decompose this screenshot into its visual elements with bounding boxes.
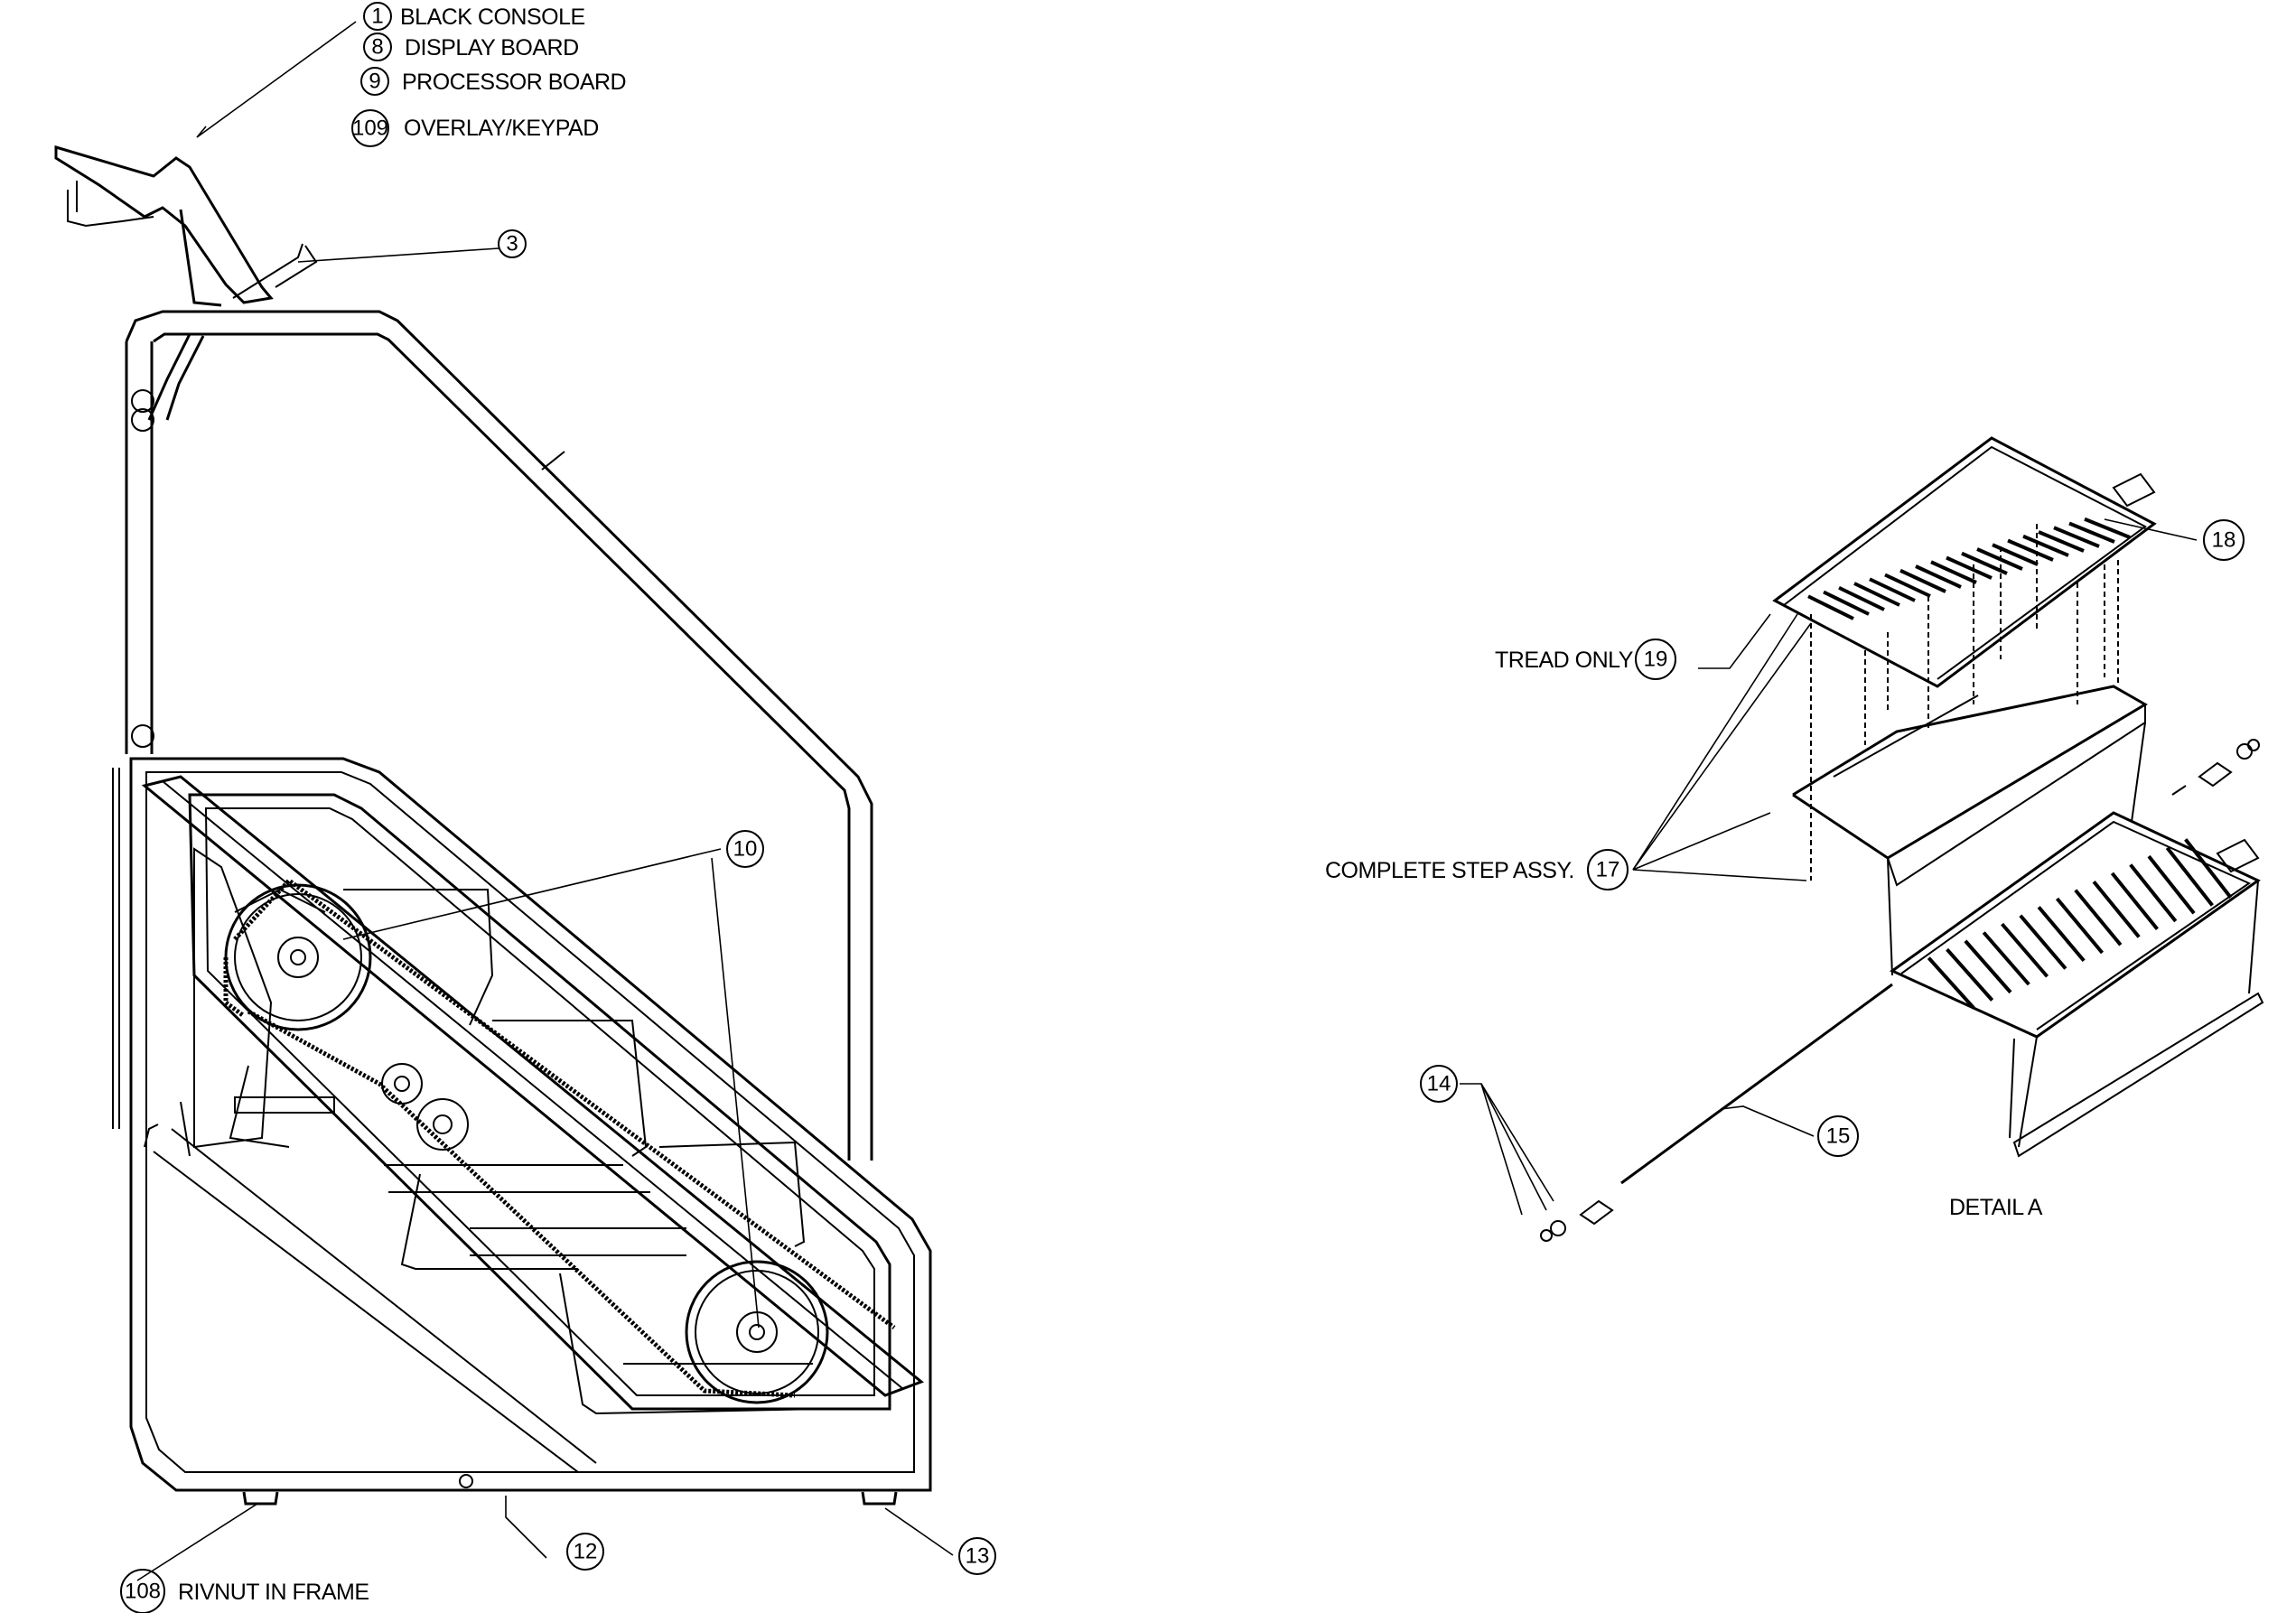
svg-text:14: 14 [1427, 1072, 1451, 1096]
tread-rib [2110, 872, 2159, 931]
label-black-console: BLACK CONSOLE [400, 5, 585, 30]
tread-rib [1853, 582, 1900, 607]
tread-rib [2184, 838, 2233, 899]
tread-rib [1927, 956, 1975, 1010]
label-overlay-keypad: OVERLAY/KEYPAD [404, 116, 599, 141]
axle-rod-drawing [1540, 739, 2260, 1242]
base-frame-drawing [112, 757, 932, 1492]
label-detail-a: DETAIL A [1949, 1195, 2043, 1220]
label-rivnut-in-frame: RIVNUT IN FRAME [178, 1580, 369, 1605]
feet-drawing [242, 1474, 898, 1506]
tread-rib [1899, 568, 1946, 593]
callout-12: 12 [566, 1533, 604, 1571]
tread-rib [1838, 585, 1885, 611]
tread-rib [1807, 594, 1854, 620]
label-tread-only: TREAD ONLY [1495, 648, 1634, 673]
tread-rib [2147, 854, 2196, 915]
callout-1: 1 [363, 2, 392, 31]
tread-rib [2092, 880, 2141, 938]
tread-rib [2053, 526, 2100, 548]
handrail-drawing [125, 310, 873, 1161]
step-body-drawing [1792, 685, 2148, 976]
tread-rib [2055, 897, 2105, 955]
svg-text:18: 18 [2212, 528, 2236, 553]
stair-machine-drawing [54, 145, 932, 1506]
fastener-lines-drawing [1810, 524, 2119, 881]
svg-text:108: 108 [125, 1580, 161, 1604]
svg-text:8: 8 [371, 35, 383, 60]
svg-text:3: 3 [506, 232, 518, 256]
callout-18: 18 [2203, 519, 2245, 561]
tread-rib [2019, 914, 2067, 970]
step-plates-drawing [193, 847, 823, 1415]
callout-13: 13 [958, 1537, 996, 1575]
tread-rib [2068, 521, 2115, 544]
svg-text:19: 19 [1644, 648, 1668, 672]
tread-rib [1982, 931, 2030, 986]
idler-sprockets-drawing [381, 1063, 469, 1151]
tread-rib [2084, 517, 2131, 539]
diagonal-beam-drawing [141, 775, 924, 1397]
tread-rib [2165, 846, 2214, 907]
tread-rib [1946, 555, 1993, 580]
callout-19: 19 [1635, 639, 1676, 680]
tread-rib [1884, 573, 1931, 598]
tread-rib [1961, 551, 2008, 575]
tread-rib [1964, 939, 2012, 994]
callout-8: 8 [363, 33, 392, 61]
svg-text:1: 1 [371, 5, 383, 29]
svg-text:17: 17 [1596, 858, 1620, 882]
callout-108: 108 [120, 1569, 165, 1613]
upper-sprocket-drawing [224, 883, 372, 1031]
callout-17: 17 [1587, 849, 1629, 890]
tread-rib [1992, 543, 2039, 566]
tread-rib [2001, 922, 2049, 978]
step-assembly-detail-drawing [1540, 436, 2264, 1242]
svg-text:15: 15 [1826, 1124, 1851, 1149]
tread-rib [2074, 889, 2123, 946]
svg-text:12: 12 [574, 1540, 598, 1564]
callout-15: 15 [1817, 1115, 1859, 1157]
label-complete-step-assy: COMPLETE STEP ASSY. [1325, 858, 1574, 883]
lower-sprocket-drawing [685, 1260, 829, 1404]
svg-text:109: 109 [352, 117, 388, 141]
svg-text:10: 10 [733, 837, 758, 862]
svg-text:13: 13 [966, 1544, 990, 1569]
tread-rib [2129, 863, 2178, 923]
tread-rib [1915, 564, 1962, 589]
chain-drawing [223, 877, 896, 1398]
tread-rib [1869, 577, 1916, 602]
callout-3: 3 [498, 229, 527, 258]
svg-text:9: 9 [369, 70, 380, 94]
tread-rib [1946, 947, 1994, 1002]
label-display-board: DISPLAY BOARD [405, 35, 579, 61]
tread-rib [1823, 590, 1870, 616]
callout-109: 109 [351, 109, 389, 147]
label-processor-board: PROCESSOR BOARD [402, 70, 626, 95]
callout-14: 14 [1420, 1065, 1458, 1103]
tread-rib [2037, 906, 2086, 963]
tread-rib [2038, 530, 2085, 553]
tread-rib [1930, 560, 1977, 584]
tread-rib [2022, 534, 2069, 557]
tread-rib [2007, 538, 2054, 562]
callout-10: 10 [726, 830, 764, 868]
callout-9: 9 [360, 67, 389, 96]
lower-tread-drawing [1890, 811, 2264, 1158]
leader-lines [136, 21, 2198, 1581]
console-drawing [54, 145, 318, 307]
inner-frame-drawing [180, 793, 891, 1411]
upper-tread-drawing [1772, 436, 2157, 688]
